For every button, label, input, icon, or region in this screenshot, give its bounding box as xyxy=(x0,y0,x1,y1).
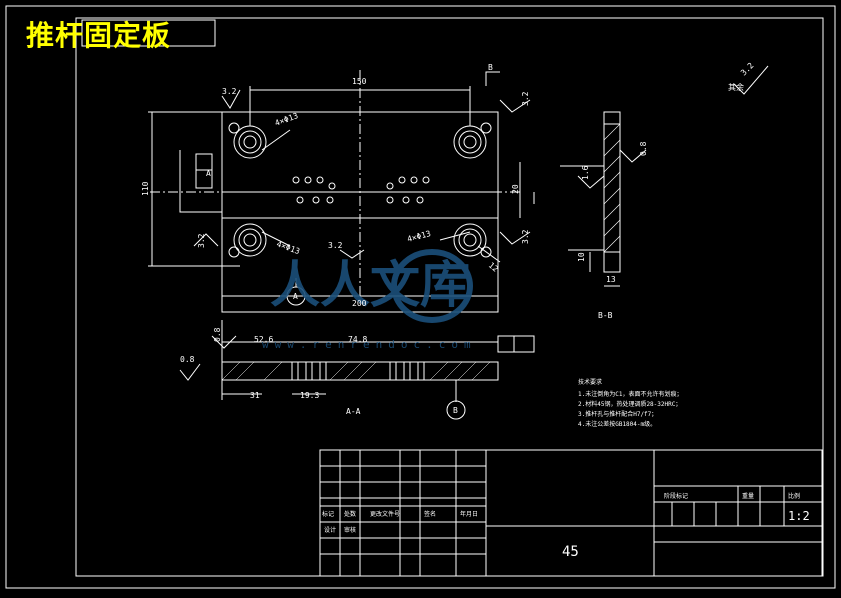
dim-text-150: 150 xyxy=(352,77,367,86)
leader xyxy=(261,231,291,247)
datum-label-b: B xyxy=(453,406,458,415)
title-block-texts: 45 1:2 标记 处数 更改文件号 签名 年月日 设计 审核 阶段标记 重量 … xyxy=(322,492,810,560)
section-cut-b-top xyxy=(485,71,500,86)
datum-label: A xyxy=(206,169,211,178)
roughness-symbol-global xyxy=(733,65,769,95)
hole-callout: 4×Φ13 xyxy=(406,229,432,244)
roughness-text: 3.2 xyxy=(197,233,206,248)
title-block-outline xyxy=(319,449,823,577)
section-label-b: B xyxy=(488,63,493,72)
tb-header: 年月日 xyxy=(460,510,478,518)
notes-line: 1.未注倒角为C1，表面不允许有划痕； xyxy=(578,390,682,398)
hole-callout: 4×Φ13 xyxy=(275,239,301,256)
section-holes xyxy=(291,362,425,380)
roughness-text: 3.2 xyxy=(222,87,237,96)
roughness-text: 1.6 xyxy=(581,165,590,180)
tb-row-label: 审核 xyxy=(344,526,356,534)
dimension-texts: 150 110 200 20 3.2 3.2 3.2 3.2 3.2 4×Φ13… xyxy=(141,61,756,416)
pin-hole xyxy=(228,246,240,258)
roughness-symbol xyxy=(339,249,365,259)
leader xyxy=(477,245,501,263)
title-frame xyxy=(81,19,216,47)
roughness-symbol xyxy=(179,363,201,381)
side-hatch xyxy=(603,123,621,253)
dim-text-13: 13 xyxy=(606,275,616,284)
pin-hole xyxy=(480,122,492,134)
notes-line: 2.材料45钢，热处理调质28-32HRC； xyxy=(578,400,681,408)
tb-right-header: 阶段标记 xyxy=(664,492,688,500)
pin-hole xyxy=(480,246,492,258)
technical-notes: 技术要求 1.未注倒角为C1，表面不允许有划痕； 2.材料45钢，热处理调质28… xyxy=(578,378,682,428)
roughness-symbol xyxy=(499,231,531,245)
pin-hole xyxy=(228,122,240,134)
section-cut-b-bottom xyxy=(486,300,499,313)
roughness-text: 3.2 xyxy=(328,241,343,250)
dim-text-74-8: 74.8 xyxy=(348,335,367,344)
roughness-symbol xyxy=(211,335,237,349)
roughness-symbol xyxy=(193,233,219,247)
section-ref-a: A xyxy=(293,292,298,301)
scale-text: 1:2 xyxy=(788,509,810,523)
hole-bottom-right xyxy=(453,223,487,257)
dim-text-10: 10 xyxy=(577,252,586,262)
hole-callout: 4×Φ13 xyxy=(274,111,300,128)
roughness-symbol xyxy=(577,175,605,189)
notes-heading: 技术要求 xyxy=(578,378,602,386)
hole-top-left xyxy=(233,125,267,159)
section-cut-a xyxy=(179,150,222,213)
tb-row-label: 设计 xyxy=(324,526,336,534)
title-block xyxy=(319,449,823,577)
ejector-holes-right xyxy=(386,176,430,204)
side-plate-outline xyxy=(603,111,621,273)
dim-text-31: 31 xyxy=(250,391,260,400)
section-title-bb: B-B xyxy=(598,311,613,320)
dim-text-52-6: 52.6 xyxy=(254,335,273,344)
datum-circle-b xyxy=(446,400,466,420)
other-roughness: 其余 xyxy=(728,82,744,92)
roughness-text: 0.8 xyxy=(639,141,648,156)
roughness-text: 3.2 xyxy=(521,91,530,106)
datum-frame xyxy=(195,153,213,189)
tb-right-header: 比例 xyxy=(788,492,800,500)
notes-line: 3.推杆孔与推杆配合H7/f7； xyxy=(578,410,657,418)
section-outline xyxy=(221,361,499,381)
dim-text-110: 110 xyxy=(141,181,150,196)
roughness-text-global: 3.2 xyxy=(739,61,756,78)
section-view-aa xyxy=(179,320,535,420)
tb-header: 更改文件号 xyxy=(370,510,400,518)
watermark-brand: 人人文库 xyxy=(270,256,470,314)
roughness-symbol xyxy=(619,149,647,163)
tb-header: 处数 xyxy=(344,510,356,518)
side-view-bb xyxy=(560,65,769,287)
leader xyxy=(261,129,291,151)
gdt-frame xyxy=(497,335,535,353)
roughness-symbol xyxy=(221,89,241,109)
section-title-aa: A-A xyxy=(346,407,361,416)
plan-view xyxy=(148,70,535,313)
drawing-title: 推杆固定板 xyxy=(26,19,172,52)
watermark: 人人文库 www.renrendoc.com xyxy=(262,249,477,351)
watermark-url: www.renrendoc.com xyxy=(262,338,477,351)
roughness-text: 3.2 xyxy=(521,229,530,244)
hole-top-right xyxy=(453,125,487,159)
dim-text-200: 200 xyxy=(352,299,367,308)
material-text: 45 xyxy=(562,544,579,560)
notes-line: 4.未注公差按GB1804-m级。 xyxy=(578,420,656,428)
ejector-holes-left xyxy=(292,176,336,204)
dim-text-20: 20 xyxy=(511,184,520,194)
outer-border xyxy=(5,5,836,589)
tb-header: 签名 xyxy=(424,510,436,518)
tb-right-header: 重量 xyxy=(742,492,754,500)
section-hatch xyxy=(221,361,491,381)
hole-bottom-left xyxy=(233,223,267,257)
leader xyxy=(439,231,471,241)
roughness-symbol xyxy=(499,99,531,113)
roughness-text: 0.8 xyxy=(180,355,195,364)
dim-text-19-3: 19.3 xyxy=(300,391,319,400)
watermark-logo-ring xyxy=(391,249,473,323)
tb-header: 标记 xyxy=(322,510,334,518)
roughness-text: 0.8 xyxy=(213,327,222,342)
